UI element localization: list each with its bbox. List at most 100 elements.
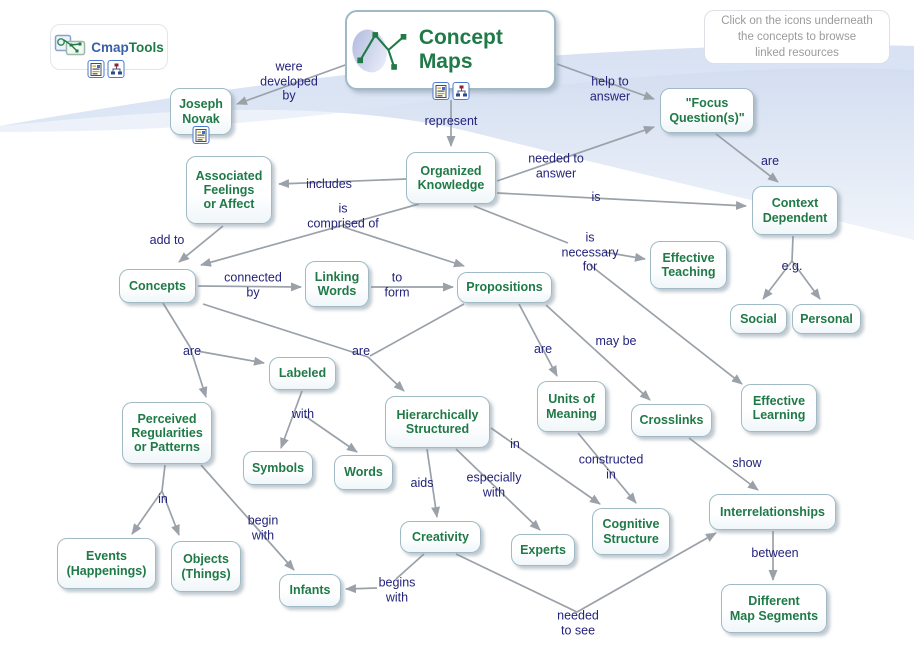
edge-line xyxy=(762,260,793,300)
edge-line xyxy=(496,125,655,182)
edge-line xyxy=(791,235,794,262)
linking-phrase-help-to-answer: help to answer xyxy=(589,74,631,104)
node-words[interactable]: Words xyxy=(334,455,393,490)
page-title: Concept Maps xyxy=(418,26,503,73)
linking-phrase-are-units: are xyxy=(533,341,553,356)
edge-line xyxy=(200,464,295,571)
edge-line xyxy=(280,390,303,449)
node-concepts[interactable]: Concepts xyxy=(119,269,196,303)
linking-phrase-in-perceived: in xyxy=(158,491,168,506)
linking-phrase-connected-by: connected by xyxy=(224,270,282,300)
edge-line xyxy=(367,356,405,392)
linking-phrase-eg: e.g. xyxy=(781,258,803,273)
linking-phrase-are-focus: are xyxy=(760,153,780,168)
node-context-dependent[interactable]: Context Dependent xyxy=(752,186,838,235)
node-concept-maps-root[interactable]: Concept Maps xyxy=(345,10,556,90)
linking-phrase-needed-to-answer: needed to answer xyxy=(528,151,584,181)
linking-phrase-with: with xyxy=(291,406,315,421)
edge-line xyxy=(426,448,440,518)
linking-phrase-is-necessary-for: is necessary for xyxy=(561,230,619,274)
edge-line xyxy=(197,282,302,292)
node-symbols[interactable]: Symbols xyxy=(243,451,313,485)
edge-line xyxy=(556,63,655,100)
edge-line xyxy=(496,192,747,210)
node-joseph-novak-resource-icons xyxy=(192,126,210,144)
node-effective-teaching[interactable]: Effective Teaching xyxy=(650,241,727,289)
edge-line xyxy=(202,303,369,358)
node-creativity[interactable]: Creativity xyxy=(400,521,481,553)
node-joseph-novak[interactable]: Joseph Novak xyxy=(170,88,232,135)
linking-phrase-begin-with: begin with xyxy=(247,513,279,543)
linking-phrase-between: between xyxy=(751,545,799,560)
linking-phrase-aids: aids xyxy=(410,475,434,490)
node-objects-things[interactable]: Objects (Things) xyxy=(171,541,241,592)
linking-phrase-includes: includes xyxy=(306,176,352,191)
edge-line xyxy=(589,264,743,385)
node-personal[interactable]: Personal xyxy=(792,304,861,334)
sitemap-icon[interactable] xyxy=(107,60,125,78)
cmaptools-logo-icon xyxy=(54,34,86,56)
node-crosslinks[interactable]: Crosslinks xyxy=(631,404,712,437)
edge-line xyxy=(189,346,208,398)
help-note-line: Click on the icons underneath xyxy=(721,14,873,27)
linking-phrase-in-cognitive: in xyxy=(510,436,520,451)
linking-phrase-are-hierarchical: are xyxy=(351,343,371,358)
node-linking-words[interactable]: Linking Words xyxy=(305,261,369,307)
edge-line xyxy=(791,260,821,300)
linking-phrase-begins-with: begins with xyxy=(378,575,416,605)
brand-cmap: Cmap xyxy=(91,39,129,55)
node-units-of-meaning[interactable]: Units of Meaning xyxy=(537,381,606,432)
linking-phrase-especially-with: especially with xyxy=(466,470,522,500)
help-note-line: the concepts to browse xyxy=(737,30,857,43)
concept-map-sphere-icon xyxy=(352,29,407,73)
node-experts[interactable]: Experts xyxy=(511,534,575,566)
node-cognitive-structure[interactable]: Cognitive Structure xyxy=(592,508,670,555)
node-hierarchically-structured[interactable]: Hierarchically Structured xyxy=(385,396,490,448)
node-infants[interactable]: Infants xyxy=(279,574,341,607)
linking-phrase-show: show xyxy=(732,455,762,470)
linking-phrase-to-form: to form xyxy=(384,270,410,300)
edge-line xyxy=(577,432,637,504)
linking-phrase-is-comprised-of: is comprised of xyxy=(307,201,379,231)
linking-phrase-add-to: add to xyxy=(149,232,185,247)
doc-icon[interactable] xyxy=(87,60,105,78)
node-different-map-segments[interactable]: Different Map Segments xyxy=(721,584,827,633)
cmaptools-wordmark: CmapTools xyxy=(91,40,164,55)
edge-line xyxy=(473,205,569,244)
edge-line xyxy=(369,303,465,357)
edge-line xyxy=(200,203,420,267)
node-organized-knowledge[interactable]: Organized Knowledge xyxy=(406,152,496,204)
edge-line xyxy=(161,464,166,492)
node-events-happenings[interactable]: Events (Happenings) xyxy=(57,538,156,589)
node-perceived-regularities[interactable]: Perceived Regularities or Patterns xyxy=(122,402,212,464)
edge-line xyxy=(131,490,163,535)
node-propositions[interactable]: Propositions xyxy=(457,272,552,303)
brand-tools: Tools xyxy=(128,39,164,55)
linking-phrase-were-developed-by: were developed by xyxy=(260,59,318,103)
linking-phrase-constructed-in: constructed in xyxy=(578,452,644,482)
node-interrelationships[interactable]: Interrelationships xyxy=(709,494,836,530)
node-labeled[interactable]: Labeled xyxy=(269,357,336,390)
doc-icon[interactable] xyxy=(192,126,210,144)
node-associated-feelings[interactable]: Associated Feelings or Affect xyxy=(186,156,272,224)
node-focus-questions[interactable]: "Focus Question(s)" xyxy=(660,88,754,133)
help-note: Click on the icons underneath the concep… xyxy=(704,10,890,64)
doc-icon[interactable] xyxy=(432,82,450,100)
edge-line xyxy=(178,225,224,263)
edge-line xyxy=(162,302,191,348)
linking-phrase-may-be: may be xyxy=(595,333,637,348)
sitemap-icon[interactable] xyxy=(452,82,470,100)
edge-line xyxy=(342,226,465,268)
edge-line xyxy=(518,303,558,377)
node-social[interactable]: Social xyxy=(730,304,787,334)
edge-line xyxy=(688,437,759,491)
edge-line xyxy=(278,178,407,189)
title-resource-icons xyxy=(432,82,470,100)
edge-line xyxy=(455,532,717,613)
edge-line xyxy=(395,553,425,580)
edge-line xyxy=(304,415,358,453)
node-effective-learning[interactable]: Effective Learning xyxy=(741,384,817,432)
edge-line xyxy=(455,448,541,531)
